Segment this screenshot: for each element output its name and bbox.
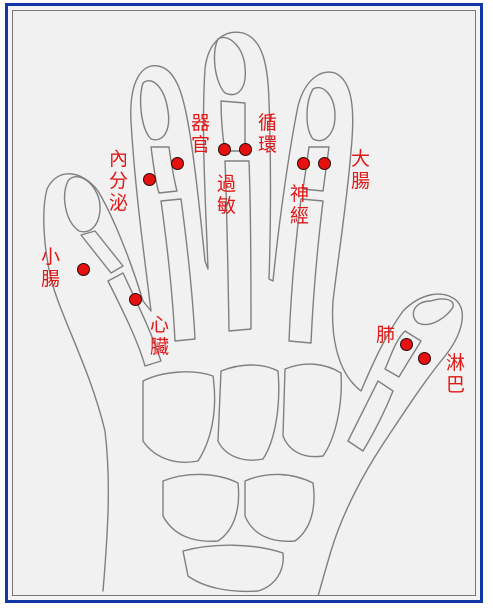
label-nerve: 神經	[289, 183, 310, 227]
label-organ: 器官	[190, 112, 211, 156]
hand-outline	[43, 31, 464, 595]
point-large-intestine-dot	[318, 157, 331, 170]
label-large-intestine: 大腸	[350, 148, 371, 192]
point-circulation-dot	[239, 143, 252, 156]
point-heart-dot	[129, 293, 142, 306]
point-organ-dot	[218, 143, 231, 156]
label-circulation: 循環	[257, 112, 278, 156]
point-organ-lower-dot	[171, 157, 184, 170]
label-allergy: 過敏	[216, 173, 237, 217]
diagram-frame	[5, 3, 483, 603]
label-heart: 心臟	[149, 314, 170, 358]
label-endocrine: 內分泌	[108, 148, 129, 214]
hand-diagram-canvas	[12, 10, 476, 596]
hand-skeleton-sketch	[43, 31, 464, 595]
point-small-intestine-dot	[77, 263, 90, 276]
label-lung: 肺	[376, 324, 397, 346]
point-nerve-dot	[297, 157, 310, 170]
point-lung-dot	[400, 338, 413, 351]
point-lymph-dot	[418, 352, 431, 365]
label-small-intestine: 小腸	[40, 246, 61, 290]
label-lymph: 淋巴	[445, 352, 466, 396]
point-endocrine-dot	[143, 173, 156, 186]
